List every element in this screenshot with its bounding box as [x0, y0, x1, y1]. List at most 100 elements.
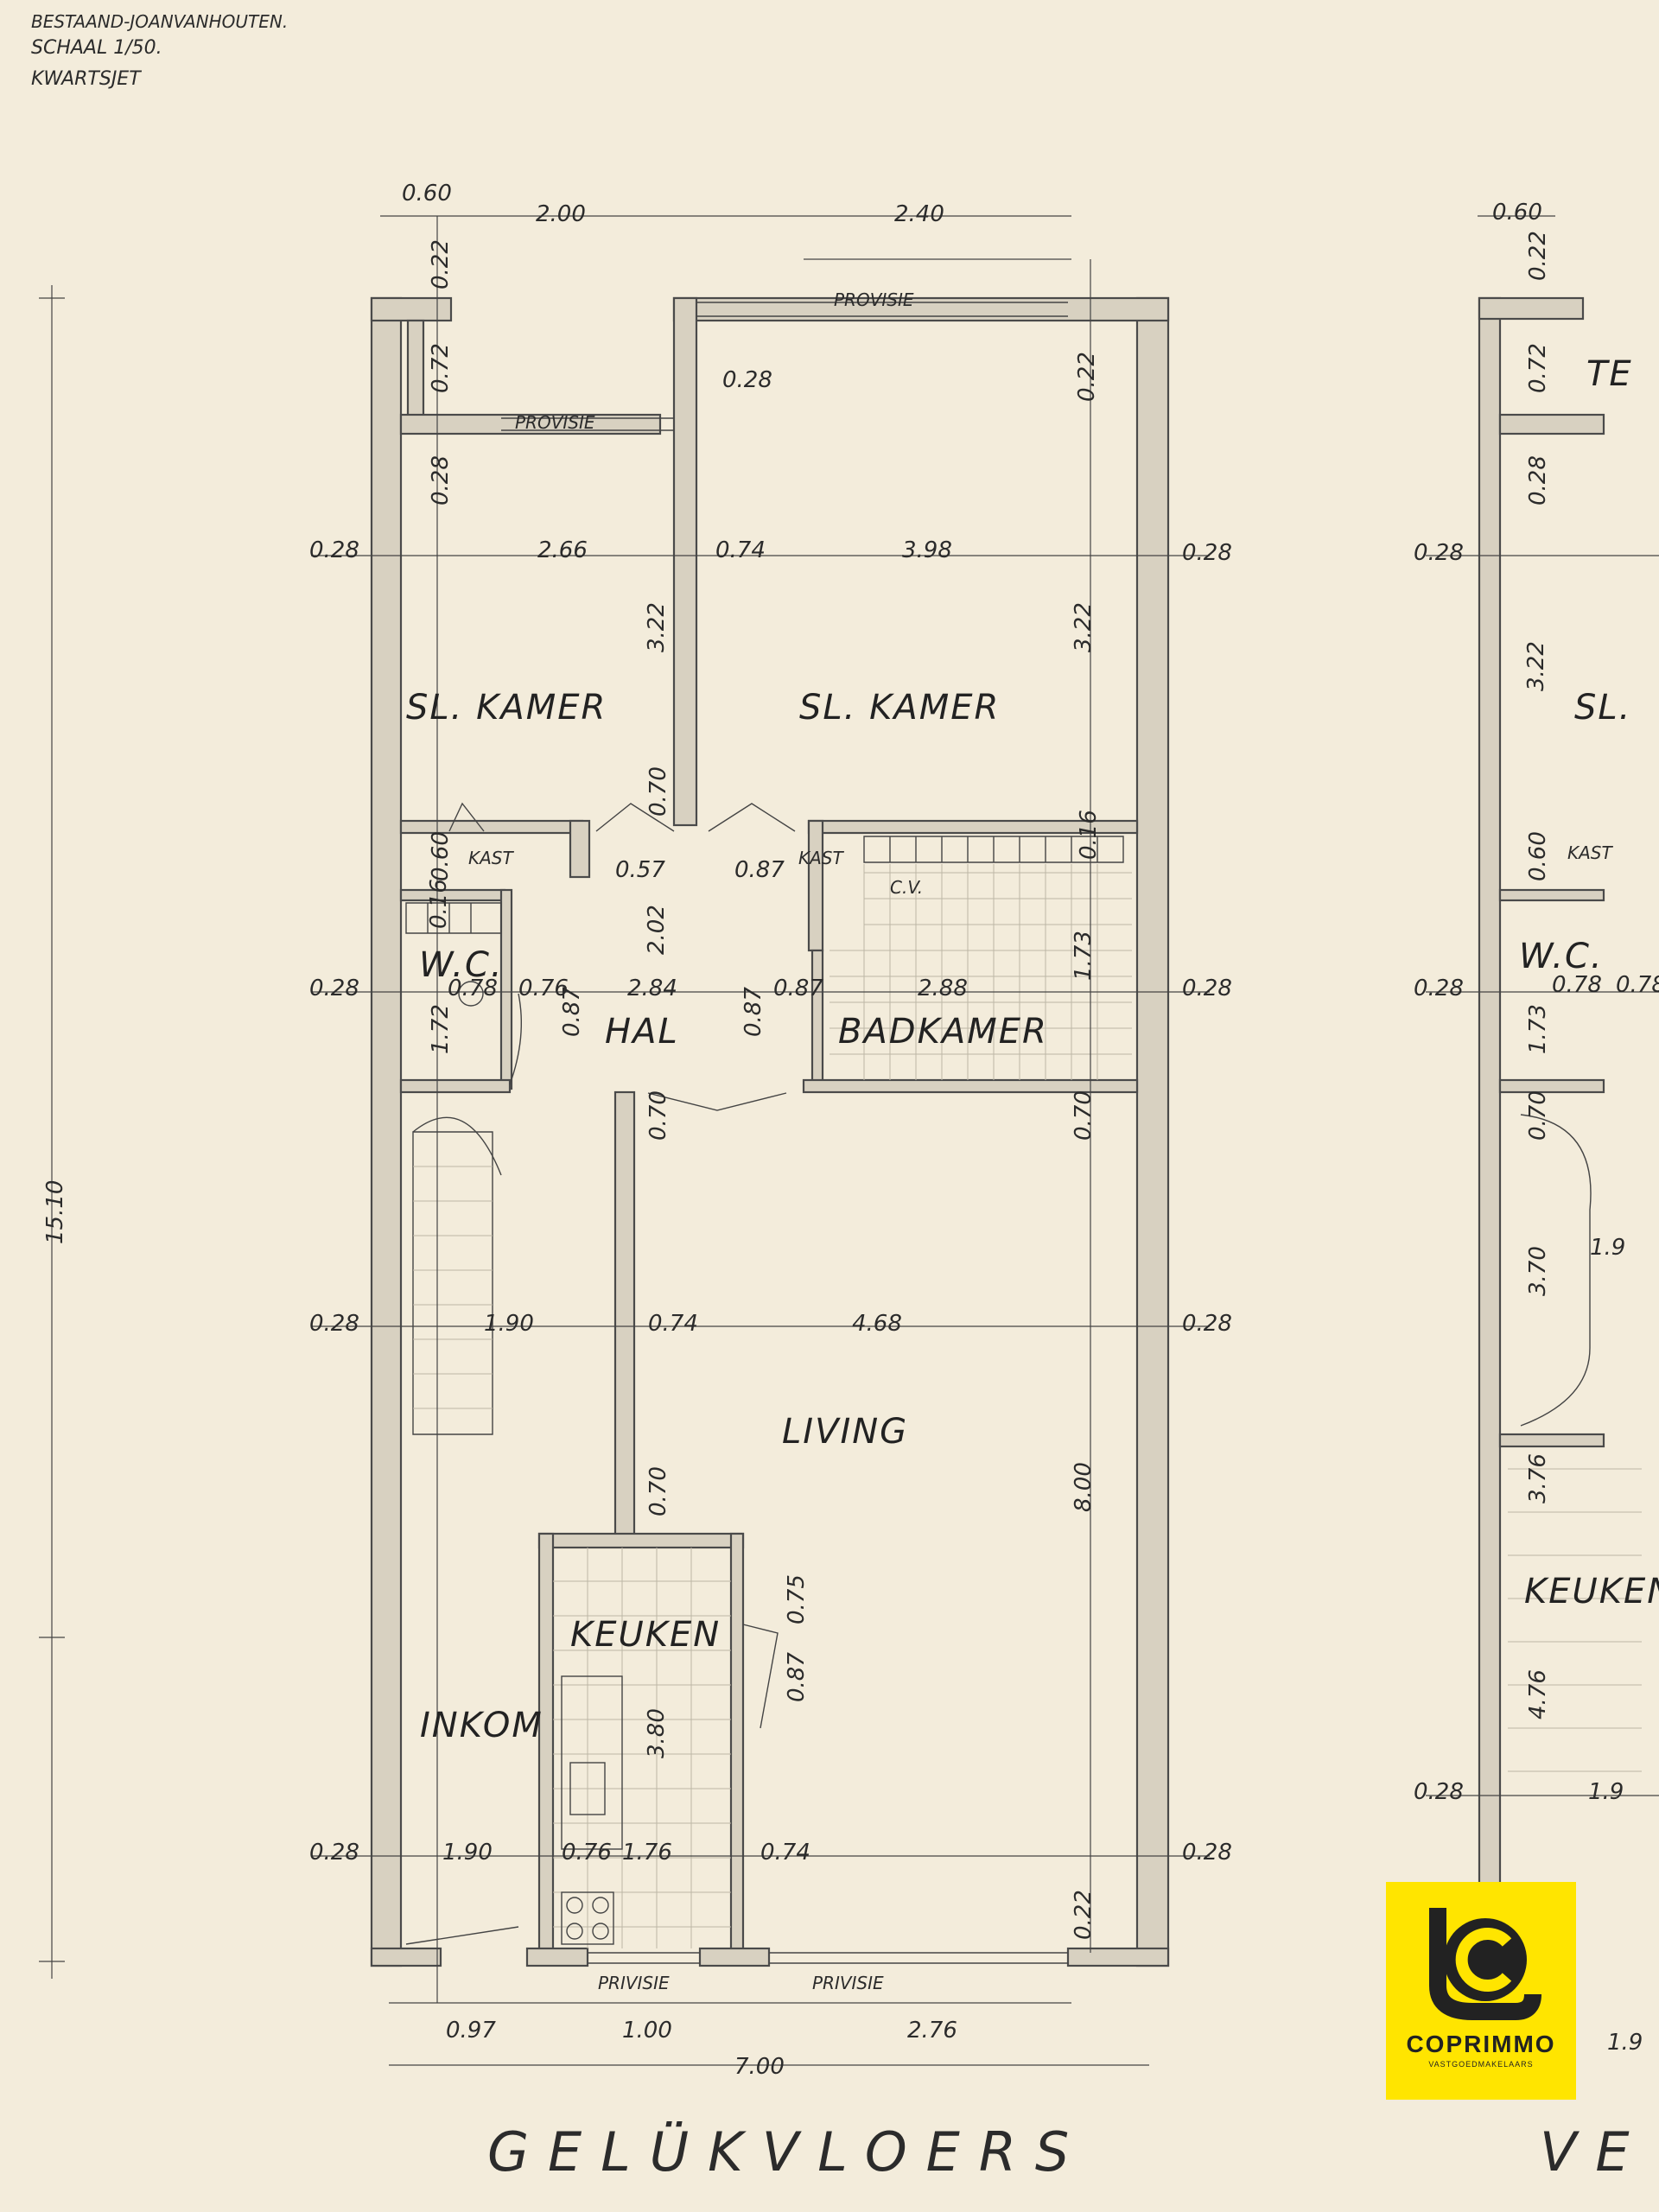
rf-dim-028: 0.28 — [1525, 455, 1551, 505]
logo-tagline: VASTGOEDMAKELAARS — [1428, 2060, 1534, 2069]
room-label-living: LIVING — [782, 1412, 908, 1452]
dim-w-074a: 0.74 — [715, 537, 766, 563]
dim-v-087a: 0.87 — [559, 987, 585, 1037]
dim-v-322b: 3.22 — [1071, 602, 1096, 652]
door-swings — [405, 802, 796, 1945]
dim-v-087c: 0.87 — [784, 1652, 810, 1702]
rf-dim-19b: 1.9 — [1588, 1779, 1624, 1805]
dim-v-070a: 0.70 — [645, 766, 671, 817]
floor-title-right: VE — [1540, 2120, 1649, 2183]
room-label-kast-1: KAST — [468, 848, 514, 868]
dim-right-028-1: 0.28 — [1182, 540, 1232, 566]
dim-w-468: 4.68 — [852, 1311, 902, 1337]
dim-w-076b: 0.76 — [562, 1840, 612, 1866]
main-walls — [370, 296, 1170, 1967]
dim-v-022c: 0.22 — [1071, 1890, 1096, 1940]
dim-w-190a: 1.90 — [484, 1311, 534, 1337]
dim-w-288: 2.88 — [918, 976, 968, 1001]
rf-dim-078a: 0.78 — [1552, 972, 1602, 998]
header-line-3: KWARTSJET — [31, 68, 142, 90]
label-provisie-bottom-2: PRIVISIE — [812, 1973, 884, 1993]
room-label-inkom: INKOM — [420, 1706, 543, 1745]
rf-dim-070: 0.70 — [1525, 1090, 1551, 1141]
rf-dim-left-028-2: 0.28 — [1414, 976, 1464, 1001]
dim-v-172: 1.72 — [428, 1004, 454, 1054]
rf-label-keuken: KEUKEN — [1524, 1572, 1659, 1611]
rf-dim-078b: 0.78 — [1616, 972, 1659, 998]
dim-left-028-1: 0.28 — [309, 537, 359, 563]
dim-top-200: 2.00 — [536, 201, 586, 227]
rf-dim-376: 3.76 — [1525, 1453, 1551, 1503]
dim-w-284: 2.84 — [627, 976, 677, 1001]
dim-v-322a: 3.22 — [644, 602, 670, 652]
dim-v-070d: 0.70 — [645, 1466, 671, 1516]
rf-label-te: TE — [1586, 354, 1633, 394]
rf-dim-370: 3.70 — [1525, 1246, 1551, 1296]
room-label-kast-2: KAST — [798, 848, 844, 868]
dim-left-028-2: 0.28 — [309, 976, 359, 1001]
logo-name: COPRIMMO — [1406, 2031, 1556, 2057]
room-label-cv: C.V. — [890, 877, 923, 898]
label-provisie-bottom-1: PRIVISIE — [598, 1973, 670, 1993]
dim-left-028-3: 0.28 — [309, 1311, 359, 1337]
dim-total-height: 15.10 — [42, 1180, 68, 1244]
dim-w-074c: 0.74 — [760, 1840, 810, 1866]
rf-dim-left-028-3: 0.28 — [1414, 1779, 1464, 1805]
room-label-wc: W.C. — [419, 945, 504, 985]
wc-fixtures — [405, 902, 502, 1007]
bathroom-tiles — [830, 836, 1132, 1080]
dim-bottom-700: 7.00 — [734, 2054, 785, 2080]
kitchen-tiles — [553, 1548, 731, 1948]
dim-bottom-097: 0.97 — [446, 2018, 496, 2044]
dim-w-190b: 1.90 — [442, 1840, 493, 1866]
rf-label-kast: KAST — [1567, 842, 1613, 863]
rf-dim-072: 0.72 — [1525, 343, 1551, 393]
room-label-sl-kamer-2: SL. KAMER — [799, 688, 1000, 728]
dim-w-087b: 0.87 — [773, 976, 823, 1001]
dim-v-202: 2.02 — [644, 905, 670, 955]
rf-dim-19c: 1.9 — [1607, 2030, 1643, 2056]
dim-v-072: 0.72 — [428, 343, 454, 393]
dim-v-800: 8.00 — [1071, 1462, 1096, 1512]
dim-w-176: 1.76 — [622, 1840, 672, 1866]
rf-label-sl: SL. — [1574, 688, 1631, 728]
label-provisie-top: PROVISIE — [834, 289, 914, 310]
rf-dim-173: 1.73 — [1525, 1004, 1551, 1054]
rf-dim-022: 0.22 — [1525, 231, 1551, 281]
dim-v-070b: 0.70 — [645, 1090, 671, 1141]
dim-v-022a: 0.22 — [428, 239, 454, 289]
dim-w-057: 0.57 — [615, 857, 665, 883]
dim-v-087b: 0.87 — [741, 987, 766, 1037]
rf-dim-left-028-1: 0.28 — [1414, 540, 1464, 566]
coprimmo-c-icon — [1429, 1908, 1541, 2020]
dim-top-240: 2.40 — [894, 201, 944, 227]
dim-v-070c: 0.70 — [1071, 1090, 1096, 1141]
rf-dim-060: 0.60 — [1492, 200, 1542, 226]
dim-w-398: 3.98 — [902, 537, 952, 563]
room-label-keuken: KEUKEN — [570, 1615, 721, 1655]
dim-v-075: 0.75 — [784, 1574, 810, 1624]
room-label-badkamer: BADKAMER — [838, 1012, 1048, 1052]
stove-icon — [561, 1891, 614, 1945]
dim-bottom-276: 2.76 — [907, 2018, 957, 2044]
dim-v-060: 0.60 — [428, 831, 454, 881]
dimension-lines — [311, 215, 1210, 2066]
rf-dim-322: 3.22 — [1523, 641, 1549, 691]
dim-w-074b: 0.74 — [648, 1311, 698, 1337]
dim-v-028a: 0.28 — [428, 455, 454, 505]
dim-right-028-3: 0.28 — [1182, 1311, 1232, 1337]
dim-bottom-100: 1.00 — [622, 2018, 672, 2044]
dim-w-078: 0.78 — [448, 976, 498, 1001]
dim-right-028-4: 0.28 — [1182, 1840, 1232, 1866]
staircase — [412, 1116, 502, 1435]
windows — [501, 302, 1068, 1964]
room-label-sl-kamer-1: SL. KAMER — [406, 688, 607, 728]
dim-right-028-2: 0.28 — [1182, 976, 1232, 1001]
dim-v-173: 1.73 — [1071, 931, 1096, 981]
room-label-hal: HAL — [605, 1012, 679, 1052]
dim-top-060: 0.60 — [402, 181, 452, 207]
dim-w-087a: 0.87 — [734, 857, 785, 883]
rf-dim-476: 4.76 — [1525, 1669, 1551, 1719]
